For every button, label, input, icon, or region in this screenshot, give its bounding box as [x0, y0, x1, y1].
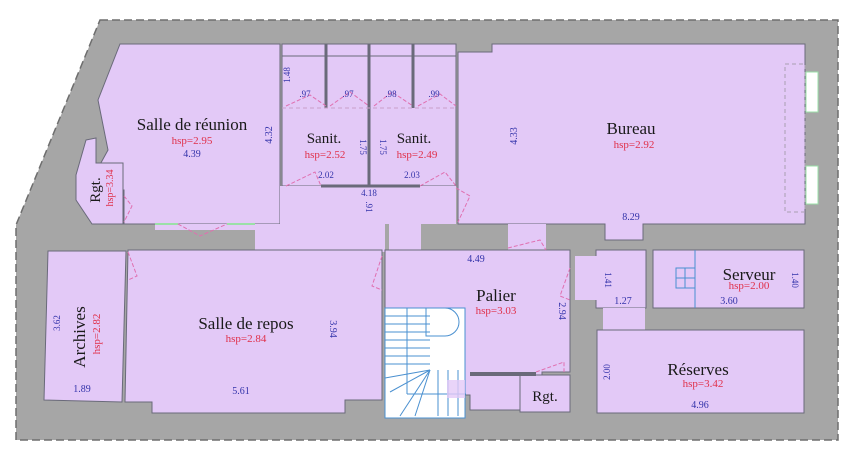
label-reserves: Réserves	[667, 360, 728, 379]
room-rgt-bottom[interactable]	[519, 374, 571, 413]
label-salle-repos: Salle de repos	[198, 314, 293, 333]
hsp-serveur: hsp=2.00	[729, 280, 770, 292]
window-bureau-top	[805, 71, 819, 113]
label-bureau: Bureau	[606, 119, 656, 138]
dim-sanit-1-width: 2.02	[318, 170, 334, 180]
hsp-salle-reunion: hsp=2.95	[172, 135, 213, 147]
label-rgt-bottom: Rgt.	[532, 389, 557, 405]
dim-salle-repos-width: 5.61	[232, 386, 250, 397]
room-serveur[interactable]	[652, 249, 805, 309]
room-bureau[interactable]	[457, 43, 806, 241]
hsp-sanit-1: hsp=2.52	[305, 149, 346, 161]
hsp-reserves: hsp=3.42	[683, 378, 724, 390]
ladder-icon	[675, 267, 696, 289]
staircase	[384, 307, 466, 419]
dim-wc-3: .98	[385, 89, 397, 99]
dim-palier-height: 2.94	[556, 302, 567, 320]
hsp-salle-repos: hsp=2.84	[226, 333, 267, 345]
dim-wc-4: .99	[428, 89, 440, 99]
hsp-palier: hsp=3.03	[476, 305, 517, 317]
room-archives[interactable]	[43, 250, 127, 403]
hsp-sanit-2: hsp=2.49	[397, 149, 438, 161]
room-corridor[interactable]	[280, 186, 456, 224]
dim-sanit-1-height: 1.75	[358, 139, 368, 155]
dim-serveur-width: 3.60	[720, 296, 738, 307]
label-archives: Archives	[70, 306, 89, 367]
hsp-rgt-left: hsp=3.34	[105, 169, 116, 206]
dim-sas-width: 1.27	[614, 296, 632, 307]
dim-reserves-width: 4.96	[691, 400, 709, 411]
label-sanit-1: Sanit.	[307, 131, 342, 147]
window-bureau-bottom	[805, 165, 819, 205]
dim-archives-height: 3.62	[52, 315, 62, 331]
dim-sanit-2-width: 2.03	[404, 170, 420, 180]
label-sanit-2: Sanit.	[397, 131, 432, 147]
dim-archives-width: 1.89	[73, 384, 91, 395]
dim-corridor-width: .91	[364, 201, 374, 212]
dim-wc-2: .97	[342, 89, 354, 99]
dim-corridor-length: 4.18	[361, 188, 377, 198]
label-salle-reunion: Salle de réunion	[137, 115, 248, 134]
room-sas[interactable]	[595, 249, 647, 309]
dim-salle-repos-height: 3.94	[327, 320, 338, 338]
hsp-bureau: hsp=2.92	[614, 139, 655, 151]
label-rgt-left: Rgt.	[88, 177, 104, 202]
dim-sanit-2-height: 1.75	[378, 139, 388, 155]
hsp-archives: hsp=2.82	[91, 314, 103, 355]
room-rgt-left[interactable]	[75, 137, 124, 225]
dim-sanit-depth: 1.48	[282, 67, 292, 83]
label-serveur: Serveur	[723, 265, 776, 284]
label-palier: Palier	[476, 286, 516, 305]
room-reserves[interactable]	[596, 329, 805, 414]
dim-bureau-width: 8.29	[622, 212, 640, 223]
dim-salle-reunion-width: 4.39	[183, 149, 201, 160]
dim-reserves-height: 2.00	[602, 364, 612, 380]
dim-wc-1: .97	[299, 89, 311, 99]
dim-palier-width: 4.49	[467, 254, 485, 265]
dim-salle-reunion-height: 4.32	[264, 126, 275, 144]
dim-bureau-height: 4.33	[509, 127, 520, 145]
door-swings	[123, 91, 571, 373]
room-salle-repos[interactable]	[124, 249, 383, 414]
dim-sas-height: 1.41	[603, 272, 613, 288]
dim-serveur-height: 1.40	[790, 272, 800, 288]
